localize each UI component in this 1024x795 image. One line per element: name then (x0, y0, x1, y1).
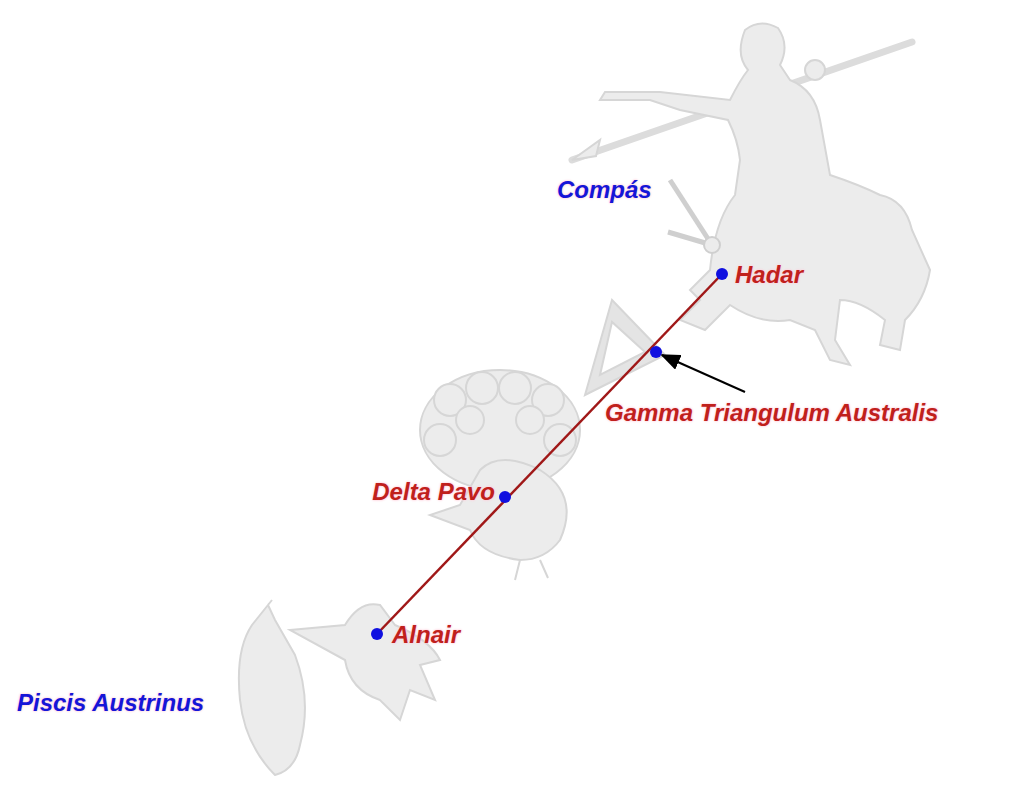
leader-arrow (662, 355, 745, 392)
star-dot (499, 491, 511, 503)
fish-figure (239, 600, 305, 775)
constellation-name: Piscis Austrinus (17, 689, 204, 717)
star-name: Hadar (735, 261, 803, 289)
star-dot (716, 268, 728, 280)
star-name: Gamma Triangulum Australis (605, 399, 938, 427)
peacock-figure (420, 370, 580, 580)
star-dot (371, 628, 383, 640)
star-name: Delta Pavo (372, 478, 495, 506)
constellation-name: Compás (557, 176, 652, 204)
pointer-line (377, 274, 722, 634)
stars (371, 268, 728, 640)
triangle-figure (585, 300, 665, 395)
star-dot (650, 346, 662, 358)
compass-figure (668, 180, 720, 253)
star-name: Alnair (392, 621, 460, 649)
